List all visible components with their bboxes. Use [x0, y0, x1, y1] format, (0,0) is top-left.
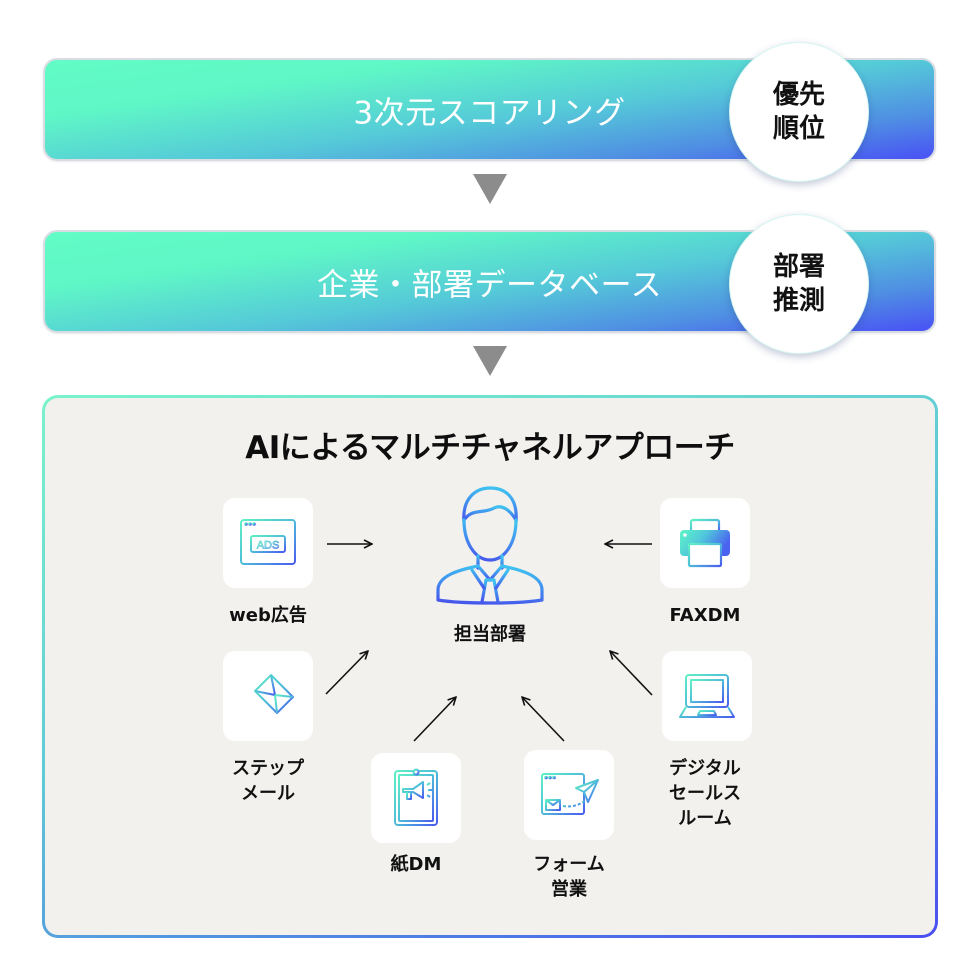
- down-arrow-icon: [473, 346, 507, 376]
- channel-tile-form-sales: [524, 750, 614, 840]
- ads-browser-icon: ADS: [240, 519, 296, 565]
- badge-line: 順位: [772, 114, 825, 144]
- printer-icon: [680, 518, 730, 568]
- badge-line: 部署: [772, 252, 825, 282]
- center-label: 担当部署: [454, 624, 526, 645]
- flyer-megaphone-icon: [394, 768, 438, 826]
- channel-tile-digital-sales-room: [662, 651, 752, 741]
- priority-badge: 優先 順位: [729, 42, 869, 182]
- channel-tile-faxdm: [660, 498, 750, 588]
- channel-label-form-sales: フォーム 営業: [533, 854, 605, 900]
- channel-tile-web-ads: ADS: [223, 498, 313, 588]
- channel-tile-step-mail: [223, 651, 313, 741]
- form-paper-plane-icon: [541, 773, 599, 815]
- laptop-icon: [679, 674, 735, 718]
- department-estimate-badge: 部署 推測: [729, 214, 869, 354]
- channel-tile-paper-dm: [371, 753, 461, 843]
- badge-line: 推測: [772, 286, 825, 316]
- panel-title: AIによるマルチチャネルアプローチ: [245, 430, 735, 466]
- channel-label-digital-sales-room: デジタル セールス ルーム: [669, 758, 741, 829]
- channel-label-faxdm: FAXDM: [669, 605, 741, 626]
- email-icon: [241, 674, 294, 714]
- channel-label-step-mail: ステップ メール: [232, 758, 304, 804]
- channel-label-web-ads: web広告: [229, 605, 307, 626]
- stage-title: 3次元スコアリング: [353, 95, 626, 131]
- svg-text:ADS: ADS: [257, 540, 280, 552]
- stage-title: 企業・部署データベース: [317, 267, 662, 303]
- badge-line: 優先: [772, 80, 825, 110]
- down-arrow-icon: [473, 174, 507, 204]
- channel-label-paper-dm: 紙DM: [390, 854, 442, 875]
- person-icon: [432, 480, 548, 606]
